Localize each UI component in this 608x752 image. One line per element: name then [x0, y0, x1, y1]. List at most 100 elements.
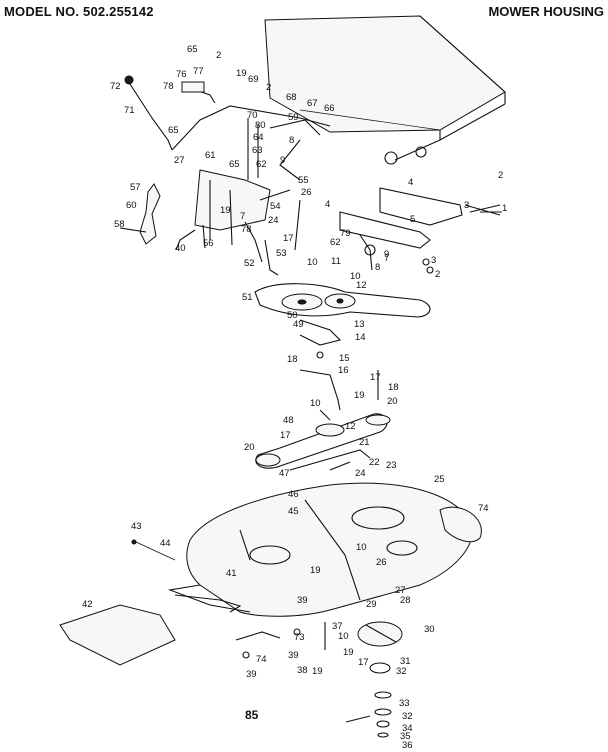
lift-bracket-assembly — [119, 169, 291, 276]
part-callout: 30 — [424, 624, 435, 635]
part-callout: 14 — [355, 332, 366, 343]
part-callout: 19 — [312, 666, 323, 677]
part-callout: 47 — [279, 468, 290, 479]
part-callout: 20 — [244, 442, 255, 453]
part-callout: 20 — [387, 396, 398, 407]
lift-lever-assembly — [124, 75, 331, 181]
part-callout: 80 — [255, 120, 266, 131]
part-callout: 29 — [366, 599, 377, 610]
part-callout: 61 — [205, 150, 216, 161]
tractor-frame — [264, 15, 506, 165]
part-callout: 17 — [283, 233, 294, 244]
part-callout: 77 — [193, 66, 204, 77]
part-callout: 70 — [247, 110, 258, 121]
part-callout: 2 — [266, 82, 271, 93]
part-callout: 65 — [229, 159, 240, 170]
part-callout: 78 — [163, 81, 174, 92]
part-callout: 63 — [252, 145, 263, 156]
part-callout: 3 — [464, 200, 469, 211]
part-callout: 24 — [355, 468, 366, 479]
part-callout: 23 — [386, 460, 397, 471]
part-callout: 74 — [256, 654, 267, 665]
part-callout: 19 — [343, 647, 354, 658]
part-callout: 13 — [354, 319, 365, 330]
part-callout: 68 — [286, 92, 297, 103]
part-callout: 64 — [253, 132, 264, 143]
part-callout: 53 — [276, 248, 287, 259]
part-callout: 10 — [307, 257, 318, 268]
part-callout: 22 — [369, 457, 380, 468]
front-hanger-assembly — [294, 187, 502, 274]
part-callout: 9 — [384, 249, 389, 260]
part-callout: 2 — [216, 50, 221, 61]
part-callout: 11 — [331, 256, 341, 267]
part-callout: 31 — [400, 656, 411, 667]
part-callout: 26 — [301, 187, 312, 198]
part-callout: 51 — [242, 292, 253, 303]
part-callout: 27 — [174, 155, 185, 166]
part-callout: 10 — [310, 398, 321, 409]
part-callout: 71 — [124, 105, 135, 116]
lower-belt-assembly — [255, 413, 391, 471]
idler-arm-assembly — [299, 369, 379, 421]
part-callout: 37 — [332, 621, 343, 632]
part-callout: 2 — [498, 170, 503, 181]
part-callout: 7 — [384, 253, 389, 264]
part-callout: 43 — [131, 521, 142, 532]
part-callout: 12 — [356, 280, 367, 291]
part-callout: 49 — [293, 319, 304, 330]
part-callout: 65 — [187, 44, 198, 55]
part-callout: 18 — [388, 382, 399, 393]
part-callout: 41 — [226, 568, 237, 579]
part-callout: 4 — [325, 199, 330, 210]
part-callout: 18 — [287, 354, 298, 365]
part-callout: 33 — [399, 698, 410, 709]
part-callout: 60 — [126, 200, 137, 211]
part-callout: 32 — [402, 711, 413, 722]
part-callout: 27 — [395, 585, 406, 596]
part-callout: 3 — [431, 255, 436, 266]
part-callout: 19 — [220, 205, 231, 216]
part-callout: 21 — [359, 437, 370, 448]
part-callout: 17 — [370, 372, 381, 383]
part-callout: 76 — [176, 69, 187, 80]
part-callout: 57 — [130, 182, 141, 193]
part-callout: 10 — [356, 542, 367, 553]
part-callout: 74 — [478, 503, 489, 514]
model-number: MODEL NO. 502.255142 — [4, 4, 154, 19]
part-callout: 26 — [376, 557, 387, 568]
part-callout: 5 — [410, 214, 415, 225]
part-callout: 15 — [339, 353, 350, 364]
part-callout: 48 — [283, 415, 294, 426]
part-callout: 54 — [270, 201, 281, 212]
part-callout: 35 — [400, 731, 411, 742]
part-callout: 44 — [160, 538, 171, 549]
part-callout: 62 — [256, 159, 267, 170]
part-callout: 65 — [168, 125, 179, 136]
part-callout: 19 — [236, 68, 247, 79]
page-number: 85 — [245, 708, 259, 722]
part-callout: 32 — [396, 666, 407, 677]
part-callout: 36 — [402, 740, 413, 751]
part-callout: 73 — [294, 632, 305, 643]
part-callout: 8 — [289, 135, 294, 146]
part-callout: 58 — [114, 219, 125, 230]
part-callout: 24 — [268, 215, 279, 226]
part-callout: 46 — [288, 489, 299, 500]
part-callout: 9 — [280, 155, 285, 166]
part-callout: 7 — [240, 211, 245, 222]
part-callout: 12 — [345, 421, 356, 432]
part-callout: 28 — [400, 595, 411, 606]
part-callout: 69 — [248, 74, 259, 85]
upper-belt-assembly — [254, 283, 431, 359]
part-callout: 1 — [502, 203, 507, 214]
part-callout: 19 — [310, 565, 321, 576]
part-callout: 39 — [297, 595, 308, 606]
part-callout: 62 — [330, 237, 341, 248]
part-callout: 67 — [307, 98, 318, 109]
part-callout: 40 — [175, 243, 186, 254]
part-callout: 10 — [350, 271, 361, 282]
part-callout: 59 — [288, 112, 299, 123]
